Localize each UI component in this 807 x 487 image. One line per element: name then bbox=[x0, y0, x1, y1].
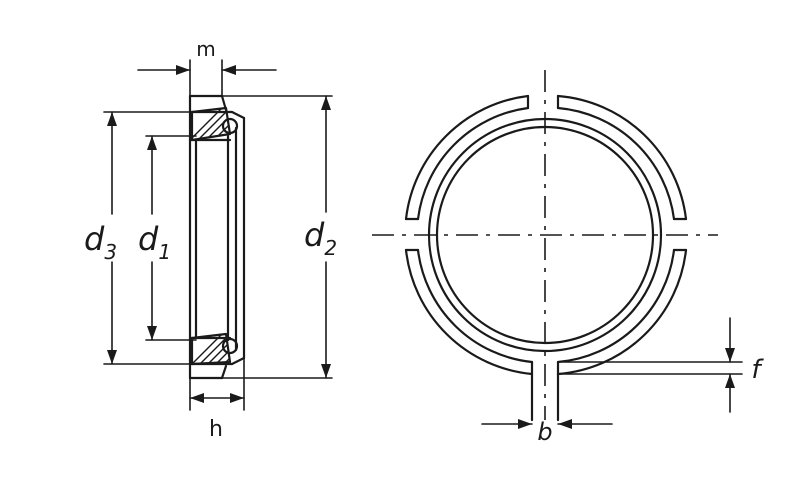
thread-circle bbox=[427, 117, 663, 353]
dimension-m: m bbox=[137, 37, 277, 97]
label-h: h bbox=[209, 417, 223, 442]
nut-profile-outline bbox=[188, 94, 246, 380]
label-d2: d2 bbox=[304, 216, 337, 260]
dimension-d3: d3 bbox=[84, 111, 191, 365]
section-hatching-top bbox=[190, 106, 239, 142]
dimension-f: f bbox=[557, 317, 764, 413]
dimension-h: h bbox=[189, 357, 245, 442]
label-f: f bbox=[751, 355, 764, 385]
dimension-d1: d1 bbox=[138, 135, 197, 341]
dimension-d2: d2 bbox=[221, 95, 337, 379]
center-lines bbox=[372, 70, 718, 420]
label-b: b bbox=[537, 418, 552, 446]
label-d3: d3 bbox=[84, 220, 117, 264]
label-m: m bbox=[196, 37, 215, 61]
bore-circle bbox=[435, 125, 655, 345]
side-view: m h d3 bbox=[84, 37, 337, 442]
outer-rim bbox=[404, 94, 688, 376]
slot-b: b bbox=[481, 360, 613, 446]
front-view: b f bbox=[372, 70, 764, 446]
label-d1: d1 bbox=[138, 220, 171, 264]
